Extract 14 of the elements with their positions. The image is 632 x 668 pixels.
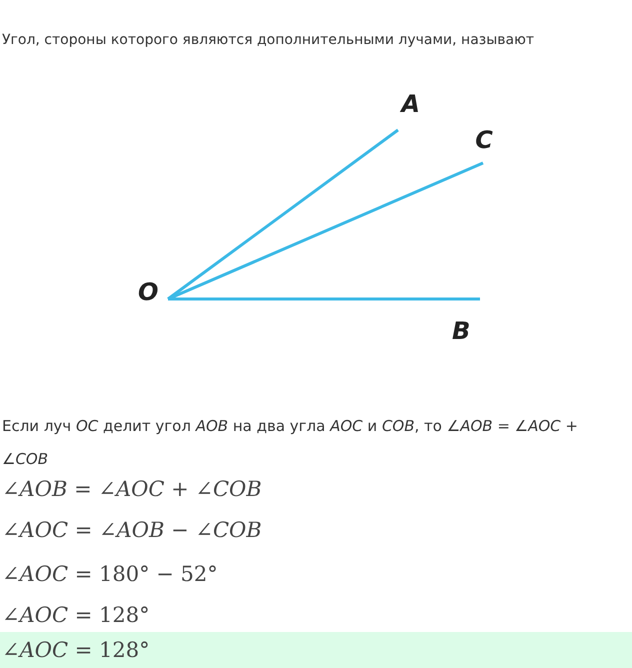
point-label: O bbox=[138, 278, 168, 306]
ray bbox=[167, 128, 399, 300]
point-label: B bbox=[452, 299, 482, 343]
answer-equation: ∠AOC = 128° bbox=[2, 638, 150, 662]
point-label: A bbox=[392, 92, 420, 130]
equation: ∠AOC = 180° − 52° bbox=[2, 562, 218, 586]
equation: ∠AOC = 128° bbox=[2, 603, 150, 627]
ray bbox=[167, 162, 484, 300]
sentence: Угол, стороны которого являются дополнительными лучами, называют bbox=[2, 32, 536, 48]
ray bbox=[168, 298, 480, 300]
equation: ∠AOC = ∠AOB − ∠COB bbox=[2, 518, 262, 542]
point-label: C bbox=[472, 128, 496, 163]
paragraph: Если луч OC делит угол AOB на два угла AOC и COB, то ∠AOB = ∠AOC + ∠COB bbox=[2, 416, 579, 470]
equation: ∠AOB = ∠AOC + ∠COB bbox=[2, 477, 262, 501]
